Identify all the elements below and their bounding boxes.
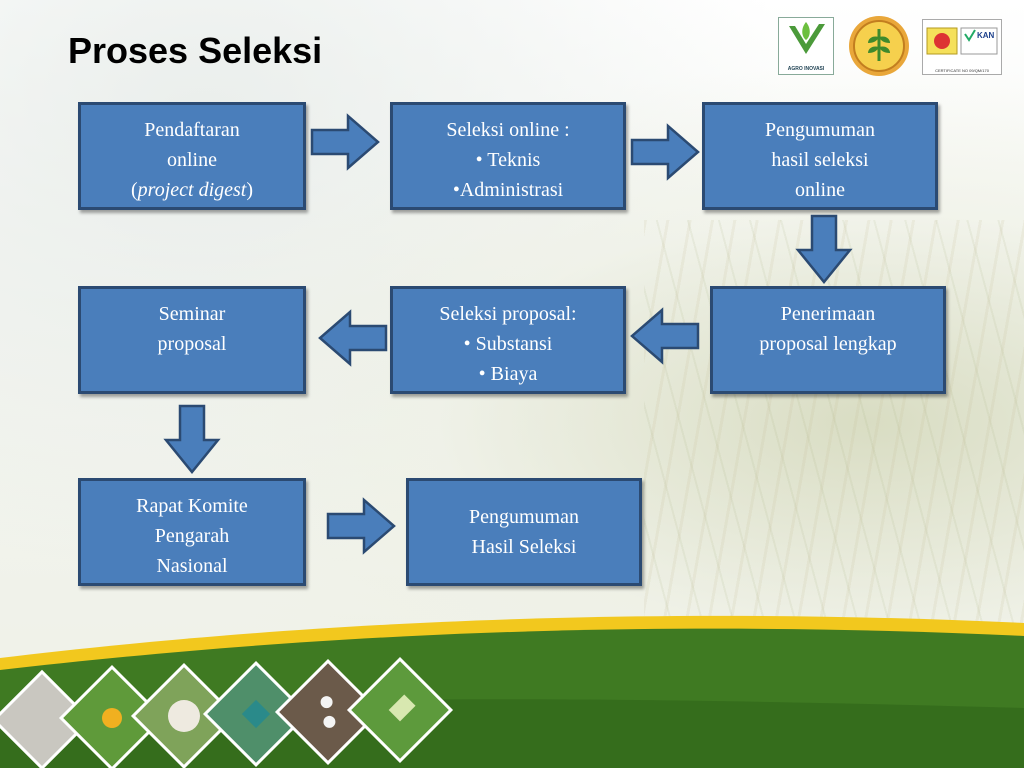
step-text-line: • Biaya — [478, 363, 538, 385]
agro-leaf-icon — [789, 22, 825, 54]
step-text-line: online — [167, 149, 217, 171]
step-text-line: Seminar — [158, 303, 226, 325]
kan-text: KAN — [977, 31, 995, 40]
arrow-down-icon — [163, 404, 221, 474]
kementan-emblem — [848, 15, 910, 77]
agro-inovasi-logo: AGRO INOVASI — [778, 17, 834, 75]
step-text-line: Pengumuman — [765, 119, 875, 141]
step-pengumuman-online: Pengumuman hasil seleksi online — [702, 102, 938, 210]
step-text-line: Hasil Seleksi — [471, 536, 577, 558]
project-digest-text: project digest — [137, 179, 247, 201]
step-pendaftaran-online: Pendaftaran online (project digest) — [78, 102, 306, 210]
arrow-right-icon — [326, 497, 396, 555]
arrow-left-icon — [630, 307, 700, 365]
certificate-number: CERTIFICATE NO 09/QM/170 — [935, 68, 989, 73]
step-text-line: Rapat Komite — [136, 495, 248, 517]
ministry-emblem-icon — [849, 16, 909, 76]
arrow-right-icon — [630, 123, 700, 181]
step-penerimaan-proposal: Penerimaan proposal lengkap — [710, 286, 946, 394]
step-text-line: Nasional — [156, 555, 228, 577]
step-text-line: proposal lengkap — [759, 333, 897, 355]
step-text-line: (project digest) — [131, 175, 253, 205]
photo-diamond-row — [0, 656, 454, 768]
step-text-line: Penerimaan — [780, 303, 876, 325]
arrow-left-icon — [318, 309, 388, 367]
step-text-line: • Substansi — [463, 333, 553, 355]
bottom-decorative-band — [0, 615, 1024, 768]
step-pengumuman-hasil: Pengumuman Hasil Seleksi — [406, 478, 642, 586]
logo-group: AGRO INOVASI KAN CERTIFICATE NO 09/QM/17… — [778, 15, 1008, 79]
step-text-line: proposal — [157, 333, 227, 355]
step-text-line: Pengarah — [154, 525, 230, 547]
agro-inovasi-label: AGRO INOVASI — [787, 66, 825, 72]
step-text-line: Seleksi proposal: — [439, 303, 577, 325]
step-text-line: • Teknis — [475, 149, 541, 171]
certification-badge-icon: KAN — [926, 27, 998, 55]
step-seminar-proposal: Seminar proposal — [78, 286, 306, 394]
arrow-right-icon — [310, 113, 380, 171]
paren-open: ( — [130, 179, 138, 201]
step-seleksi-online: Seleksi online : • Teknis •Administrasi — [390, 102, 626, 210]
step-seleksi-proposal: Seleksi proposal: • Substansi • Biaya — [390, 286, 626, 394]
step-text-line: Pengumuman — [469, 506, 579, 528]
step-text-line: hasil seleksi — [771, 149, 869, 171]
step-text-line: Pendaftaran — [144, 119, 240, 141]
step-text-line: online — [795, 179, 845, 201]
page-title: Proses Seleksi — [68, 30, 323, 71]
step-rapat-komite: Rapat Komite Pengarah Nasional — [78, 478, 306, 586]
step-text-line: •Administrasi — [452, 179, 564, 201]
paren-close: ) — [246, 179, 254, 201]
step-text-line: Seleksi online : — [446, 119, 570, 141]
arrow-down-icon — [795, 214, 853, 284]
kan-certification-logo: KAN CERTIFICATE NO 09/QM/170 — [922, 19, 1002, 75]
